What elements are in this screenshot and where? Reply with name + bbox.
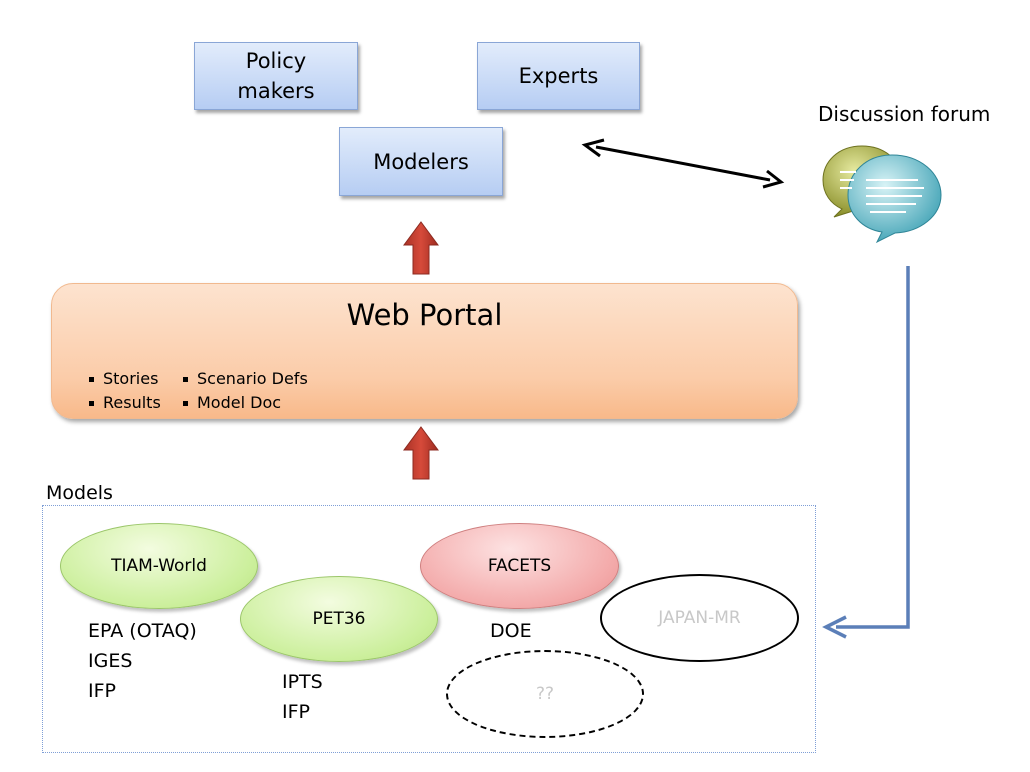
discussion-forum-label: Discussion forum xyxy=(818,102,991,126)
modelers-box: Modelers xyxy=(339,127,503,196)
unknown-model-ellipse: ?? xyxy=(446,650,644,738)
portal-item-stories: Stories xyxy=(89,369,158,389)
sponsor-ifp-pet36: IFP xyxy=(282,701,310,723)
policy-makers-box: Policy makers xyxy=(194,42,358,110)
sponsor-ipts: IPTS xyxy=(282,671,323,693)
chat-bubbles-icon xyxy=(822,145,942,244)
double-arrow-modelers-forum xyxy=(581,138,785,189)
models-label: Models xyxy=(46,482,113,504)
sponsor-epa: EPA (OTAQ) xyxy=(88,620,197,642)
tiam-world-label: TIAM-World xyxy=(111,556,207,576)
unknown-model-label: ?? xyxy=(535,684,555,704)
portal-item-results: Results xyxy=(89,393,161,413)
sponsor-iges: IGES xyxy=(88,650,133,672)
experts-label: Experts xyxy=(518,64,599,88)
japan-mr-label: JAPAN-MR xyxy=(658,608,741,628)
web-portal-title: Web Portal xyxy=(346,298,503,332)
portal-item-scenario-defs: Scenario Defs xyxy=(183,369,308,389)
facets-sponsors: DOE xyxy=(490,616,532,646)
facets-label: FACETS xyxy=(487,556,552,576)
web-portal-box: Web Portal Stories Results Scenario Defs… xyxy=(51,283,798,419)
tiam-world-ellipse: TIAM-World xyxy=(60,523,258,609)
sponsor-doe: DOE xyxy=(490,620,532,642)
up-arrow-to-modelers xyxy=(403,221,439,275)
pet36-ellipse: PET36 xyxy=(240,576,438,662)
modelers-label: Modelers xyxy=(373,149,469,174)
facets-ellipse: FACETS xyxy=(420,523,619,609)
up-arrow-to-portal xyxy=(403,426,439,480)
experts-box: Experts xyxy=(477,42,640,110)
pet36-sponsors: IPTS IFP xyxy=(282,667,323,727)
forum-to-japan-connector xyxy=(822,266,910,639)
models-frame xyxy=(42,505,816,753)
policy-makers-label: Policy makers xyxy=(237,49,315,103)
sponsor-ifp: IFP xyxy=(88,680,116,702)
pet36-label: PET36 xyxy=(312,609,366,629)
portal-item-model-doc: Model Doc xyxy=(183,393,281,413)
japan-mr-ellipse: JAPAN-MR xyxy=(600,574,799,662)
tiam-world-sponsors: EPA (OTAQ) IGES IFP xyxy=(88,616,197,706)
